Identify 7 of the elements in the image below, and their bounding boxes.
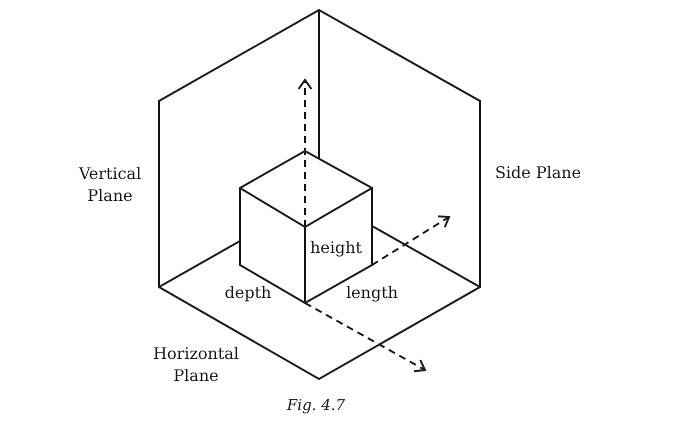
plane-label: Side Plane <box>494 162 582 184</box>
plane-label: Horizontal Plane <box>152 343 240 387</box>
plane-label: Vertical Plane <box>78 163 142 207</box>
figure-caption: Fig. 4.7 <box>286 395 346 415</box>
axis-label: height <box>310 237 362 259</box>
axis-label: length <box>346 282 398 304</box>
axis-label: depth <box>224 282 272 304</box>
